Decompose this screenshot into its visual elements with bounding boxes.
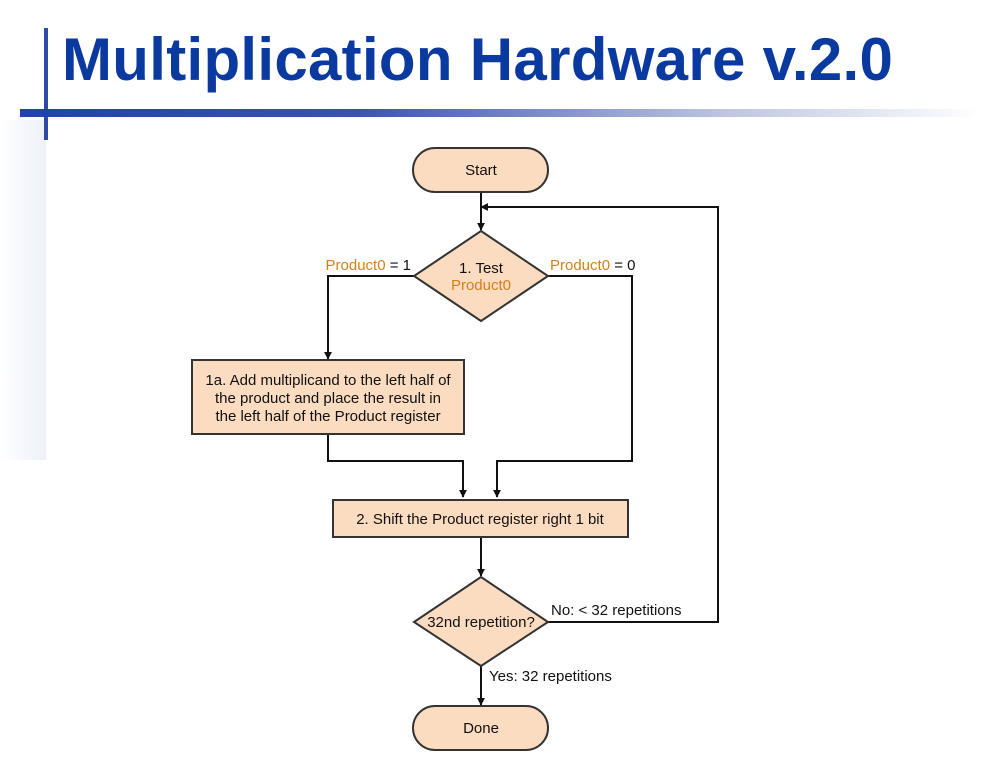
repetition-decision <box>412 575 550 668</box>
connector-loop-back <box>480 203 719 623</box>
start-terminator <box>412 147 549 193</box>
title-underline <box>20 109 980 117</box>
add-label-line1: 1a. Add multiplicand to the left half of <box>205 372 451 389</box>
shift-label: 2. Shift the Product register right 1 bi… <box>356 511 604 528</box>
title-accent-bar <box>44 28 48 140</box>
repetition-label: 32nd repetition? <box>427 614 535 631</box>
add-multiplicand-box <box>191 359 465 435</box>
add-label-line2: the product and place the result in <box>215 390 441 407</box>
branch-label-product0-0: Product0 = 0 <box>550 257 635 274</box>
test-product0-decision <box>412 229 550 323</box>
branch-label-product0-1-var: Product0 <box>326 257 386 274</box>
shift-register-box <box>332 499 629 538</box>
test-label-line2: Product0 <box>451 277 511 294</box>
left-accent-shading <box>0 120 46 460</box>
branch-label-product0-1: Product0 = 1 <box>326 257 411 274</box>
done-label: Done <box>463 720 499 737</box>
connector-product0-is-0 <box>493 275 633 498</box>
branch-label-product0-0-var: Product0 <box>550 257 610 274</box>
no-branch-label: No: < 32 repetitions <box>551 602 682 619</box>
branch-label-product0-1-value: = 1 <box>386 257 411 274</box>
yes-branch-label: Yes: 32 repetitions <box>489 668 612 685</box>
branch-label-product0-0-value: = 0 <box>610 257 635 274</box>
connector-product0-is-1 <box>324 275 414 360</box>
slide-title: Multiplication Hardware v.2.0 <box>62 26 894 93</box>
add-label-line3: the left half of the Product register <box>215 408 440 425</box>
connector-add-to-shift <box>327 434 467 498</box>
start-label: Start <box>465 162 498 179</box>
test-label-line1: 1. Test <box>459 260 504 277</box>
done-terminator <box>412 705 549 751</box>
